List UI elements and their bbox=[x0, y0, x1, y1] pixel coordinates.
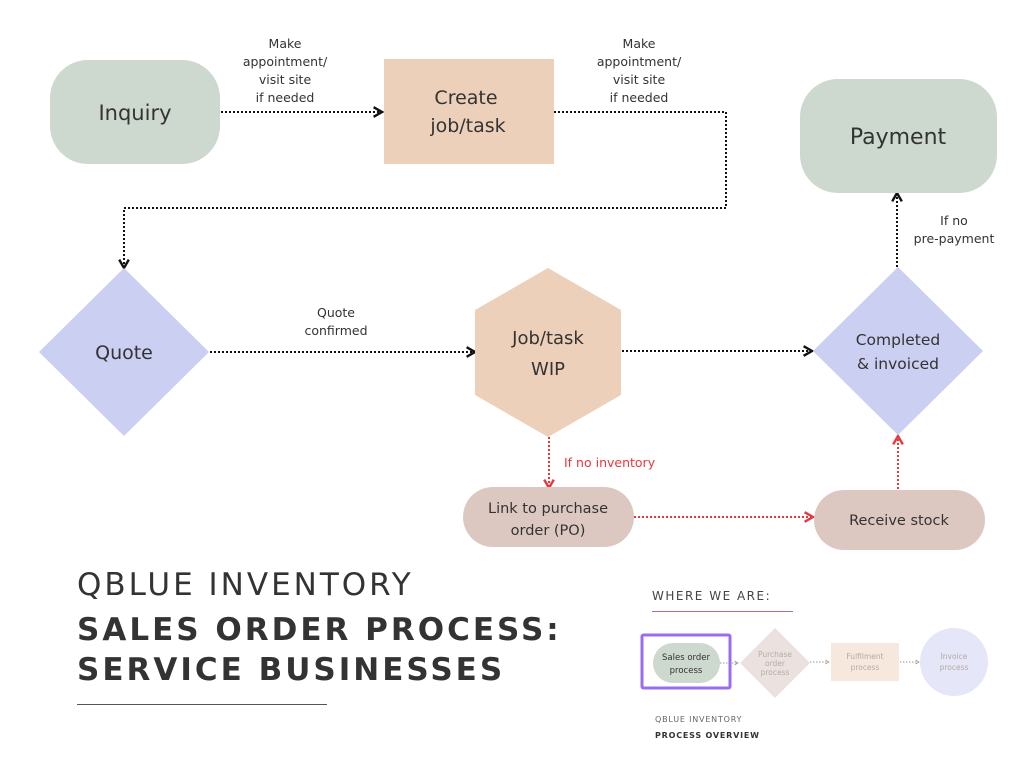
edge-label-line: if needed bbox=[256, 90, 315, 105]
edge-label-line: visit site bbox=[259, 72, 312, 87]
edge-label-line: Quote bbox=[317, 305, 355, 320]
node-link-po-label-1: Link to purchase bbox=[488, 501, 608, 517]
node-job-wip-label-1: Job/task bbox=[511, 328, 584, 349]
title-block: QBLUE INVENTORY SALES ORDER PROCESS: SER… bbox=[77, 566, 562, 705]
title-subtitle: QBLUE INVENTORY bbox=[77, 567, 414, 603]
edge-label-line: if needed bbox=[610, 90, 669, 105]
node-inquiry-label: Inquiry bbox=[98, 101, 171, 125]
overview-step-invoice[interactable]: Invoice process bbox=[920, 628, 988, 696]
connector-create-to-quote bbox=[118, 111, 727, 271]
edge-label-line: Make bbox=[269, 36, 302, 51]
edge-label-if-no-inventory: If no inventory bbox=[564, 455, 656, 470]
overview-step-label: process bbox=[851, 663, 880, 672]
edge-label-line: confirmed bbox=[304, 323, 367, 338]
overview-step-label: Invoice bbox=[941, 652, 968, 661]
node-completed-label-1: Completed bbox=[856, 331, 941, 349]
node-payment-label: Payment bbox=[850, 125, 947, 150]
edge-label-line: visit site bbox=[613, 72, 666, 87]
overview-step-label: process bbox=[761, 668, 790, 677]
node-completed-label-2: & invoiced bbox=[857, 355, 939, 373]
title-main-line-1: SALES ORDER PROCESS: bbox=[77, 612, 562, 648]
edge-label-line: pre-payment bbox=[914, 231, 995, 246]
overview-diagram: Sales order process Purchase order proce… bbox=[640, 628, 988, 698]
overview-step-label: Purchase bbox=[758, 650, 792, 659]
edge-label-inquiry-to-create: Make appointment/ visit site if needed bbox=[243, 36, 328, 105]
overview-footer-line-2: PROCESS OVERVIEW bbox=[655, 731, 760, 740]
overview-step-sales-order[interactable]: Sales order process bbox=[640, 633, 732, 690]
node-create-job-label-2: job/task bbox=[429, 115, 505, 137]
node-inquiry[interactable]: Inquiry bbox=[50, 60, 220, 164]
edge-label-line: appointment/ bbox=[243, 54, 328, 69]
edge-label-quote-to-wip: Quote confirmed bbox=[304, 305, 367, 338]
title-main-line-2: SERVICE BUSINESSES bbox=[77, 652, 506, 688]
node-quote[interactable]: Quote bbox=[39, 268, 209, 436]
overview-heading: WHERE WE ARE: bbox=[652, 589, 772, 603]
overview-footer: QBLUE INVENTORY PROCESS OVERVIEW bbox=[655, 712, 760, 744]
node-payment[interactable]: Payment bbox=[800, 79, 997, 193]
node-quote-label: Quote bbox=[95, 342, 153, 364]
overview-step-label: Fulfilment bbox=[846, 652, 883, 661]
overview-header: WHERE WE ARE: bbox=[652, 589, 793, 612]
title-divider bbox=[77, 704, 327, 705]
node-receive-stock-label: Receive stock bbox=[849, 513, 949, 529]
edge-label-line: appointment/ bbox=[597, 54, 682, 69]
node-create-job-label-1: Create bbox=[434, 87, 497, 109]
overview-step-purchase-order[interactable]: Purchase order process bbox=[740, 628, 810, 698]
node-completed[interactable]: Completed & invoiced bbox=[813, 267, 983, 435]
overview-step-label: process bbox=[940, 663, 969, 672]
node-job-wip-label-2: WIP bbox=[531, 359, 565, 380]
edge-label-completed-to-payment: If no pre-payment bbox=[914, 213, 995, 246]
edge-label-line: Make bbox=[623, 36, 656, 51]
edge-label-line: If no bbox=[940, 213, 968, 228]
overview-step-label: order bbox=[765, 659, 786, 668]
overview-heading-rule bbox=[652, 611, 793, 612]
node-create-job[interactable]: Create job/task bbox=[384, 59, 554, 164]
overview-step-label: Sales order bbox=[662, 653, 710, 663]
edge-label-create-to-quote: Make appointment/ visit site if needed bbox=[597, 36, 682, 105]
overview-step-fulfilment[interactable]: Fulfilment process bbox=[831, 643, 899, 681]
overview-step-label: process bbox=[670, 666, 703, 676]
node-job-wip[interactable]: Job/task bbox=[475, 268, 621, 437]
node-receive-stock[interactable]: Receive stock bbox=[814, 490, 985, 550]
node-link-po-label-2: order (PO) bbox=[511, 523, 586, 539]
node-link-po[interactable]: Link to purchase order (PO) bbox=[463, 487, 634, 547]
overview-footer-line-1: QBLUE INVENTORY bbox=[655, 715, 743, 724]
